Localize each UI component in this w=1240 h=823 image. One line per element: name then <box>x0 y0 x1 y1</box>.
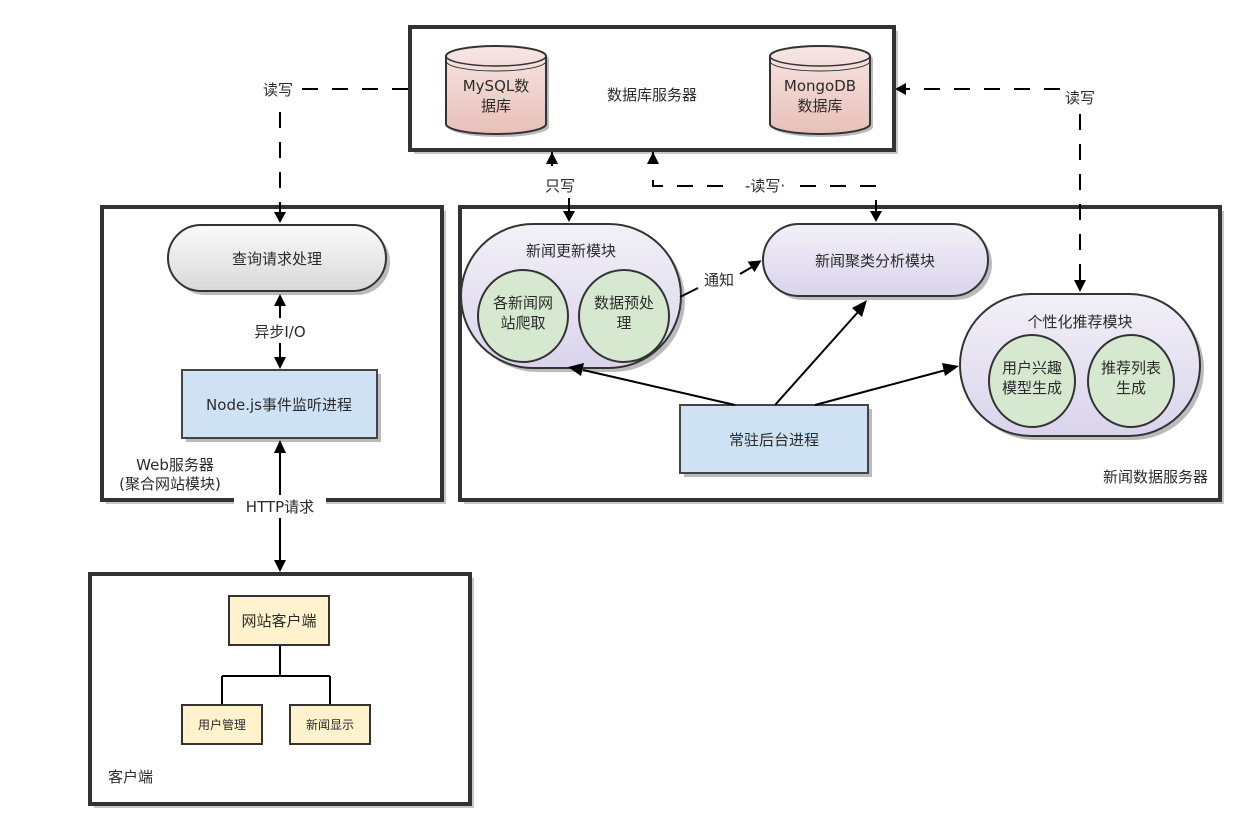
daemon-process-label: 常驻后台进程 <box>729 431 819 449</box>
mysql-database: MySQL数 据库 <box>445 45 549 137</box>
mysql-label-line2: 据库 <box>481 97 511 115</box>
news-cluster-module: 新闻聚类分析模块 <box>762 223 992 300</box>
news-update-module-title: 新闻更新模块 <box>526 242 616 260</box>
edge-rw-right: 读写 <box>895 83 1095 292</box>
news-server-title: 新闻数据服务器 <box>1103 468 1208 486</box>
crawl-label-line1: 各新闻网 <box>493 294 553 312</box>
web-client-label: 网站客户端 <box>241 612 316 630</box>
news-cluster-module-label: 新闻聚类分析模块 <box>815 252 935 270</box>
edge-http-request: HTTP请求 <box>234 440 326 572</box>
edge-http-request-label: HTTP请求 <box>246 498 314 516</box>
crawl-label-line2: 站爬取 <box>500 314 545 332</box>
edge-daemon-to-cluster <box>774 300 867 406</box>
preprocess-label-line1: 数据预处 <box>594 294 654 312</box>
web-server-title-line1: Web服务器 <box>136 456 214 474</box>
query-handler-node: 查询请求处理 <box>167 224 390 295</box>
edge-async-io-label: 异步I/O <box>254 323 305 341</box>
edge-async-io: 异步I/O <box>254 294 306 369</box>
daemon-process-node: 常驻后台进程 <box>679 404 872 477</box>
edge-rw-middle-label: -读写· <box>745 177 785 195</box>
db-server-title: 数据库服务器 <box>607 86 697 104</box>
edge-write-only-label: 只写 <box>545 177 575 195</box>
edge-rw-middle: -读写· <box>647 152 882 222</box>
news-display-label: 新闻显示 <box>306 717 354 732</box>
rec-list-label-line1: 推荐列表 <box>1101 359 1161 377</box>
edge-daemon-to-recommend <box>814 363 959 406</box>
interest-model-label-line2: 模型生成 <box>1002 379 1062 397</box>
client-title: 客户端 <box>108 768 153 786</box>
edge-rw-left: 读写 <box>258 78 408 223</box>
preprocess-label-line2: 理 <box>616 314 631 332</box>
client-tree: 网站客户端 用户管理 新闻显示 <box>181 595 371 745</box>
web-client-node <box>228 595 330 646</box>
edge-daemon-to-update <box>568 363 736 406</box>
edge-rw-left-label: 读写 <box>263 81 293 99</box>
mongodb-label-line2: 数据库 <box>797 97 842 115</box>
mongodb-database: MongoDB 数据库 <box>769 45 873 137</box>
edge-write-only: 只写 <box>545 152 575 222</box>
news-update-module: 新闻更新模块 各新闻网 站爬取 数据预处 理 <box>460 223 685 372</box>
nodejs-process-label: Node.js事件监听进程 <box>206 396 352 414</box>
query-handler-label: 查询请求处理 <box>232 250 322 268</box>
recommend-module-title: 个性化推荐模块 <box>1027 313 1132 331</box>
user-mgmt-node <box>181 704 263 745</box>
recommend-module: 个性化推荐模块 用户兴趣 模型生成 推荐列表 生成 <box>959 293 1204 440</box>
edge-rw-right-label: 读写 <box>1065 89 1095 107</box>
mongodb-label-line1: MongoDB <box>784 77 856 95</box>
web-server-title-line2: (聚合网站模块) <box>119 475 221 493</box>
nodejs-process-node: Node.js事件监听进程 <box>181 369 381 442</box>
user-mgmt-label: 用户管理 <box>198 717 246 732</box>
news-display-node <box>289 704 371 745</box>
mysql-label-line1: MySQL数 <box>463 77 530 95</box>
interest-model-label-line1: 用户兴趣 <box>1002 359 1062 377</box>
edge-notify-label: 通知 <box>704 271 734 289</box>
edge-notify: 通知 <box>679 260 762 298</box>
rec-list-label-line2: 生成 <box>1116 379 1146 397</box>
